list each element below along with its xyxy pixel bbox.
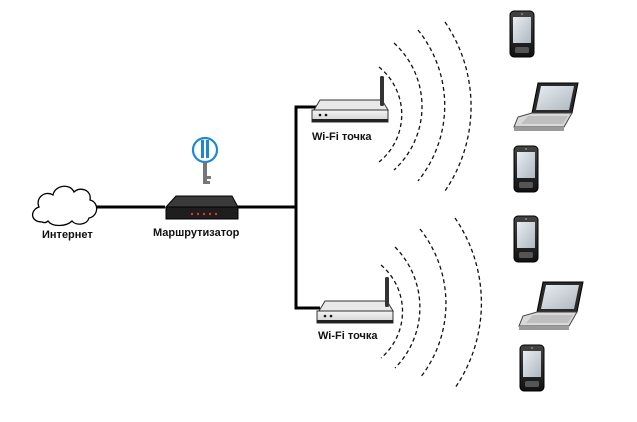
wifi-waves-top — [378, 21, 472, 192]
smartphone-icon — [509, 10, 535, 58]
router-icon — [164, 195, 239, 220]
smartphone-icon — [519, 344, 545, 392]
access-point-top-label: Wi-Fi точка — [312, 131, 372, 143]
access-point-bottom-label: Wi-Fi точка — [318, 330, 378, 342]
laptop-icon — [518, 281, 584, 331]
key-icon — [191, 136, 219, 184]
access-point-icon — [311, 75, 389, 123]
cloud-icon — [31, 185, 98, 227]
internet-label: Интернет — [42, 229, 93, 241]
wire-to-ap-bottom — [294, 207, 320, 310]
wire-to-ap-top — [294, 105, 318, 207]
access-point-icon — [316, 276, 394, 324]
router-label: Маршрутизатор — [153, 227, 240, 239]
wifi-waves-bottom — [380, 217, 483, 389]
smartphone-icon — [513, 145, 539, 193]
smartphone-icon — [513, 215, 539, 263]
laptop-icon — [513, 82, 579, 132]
